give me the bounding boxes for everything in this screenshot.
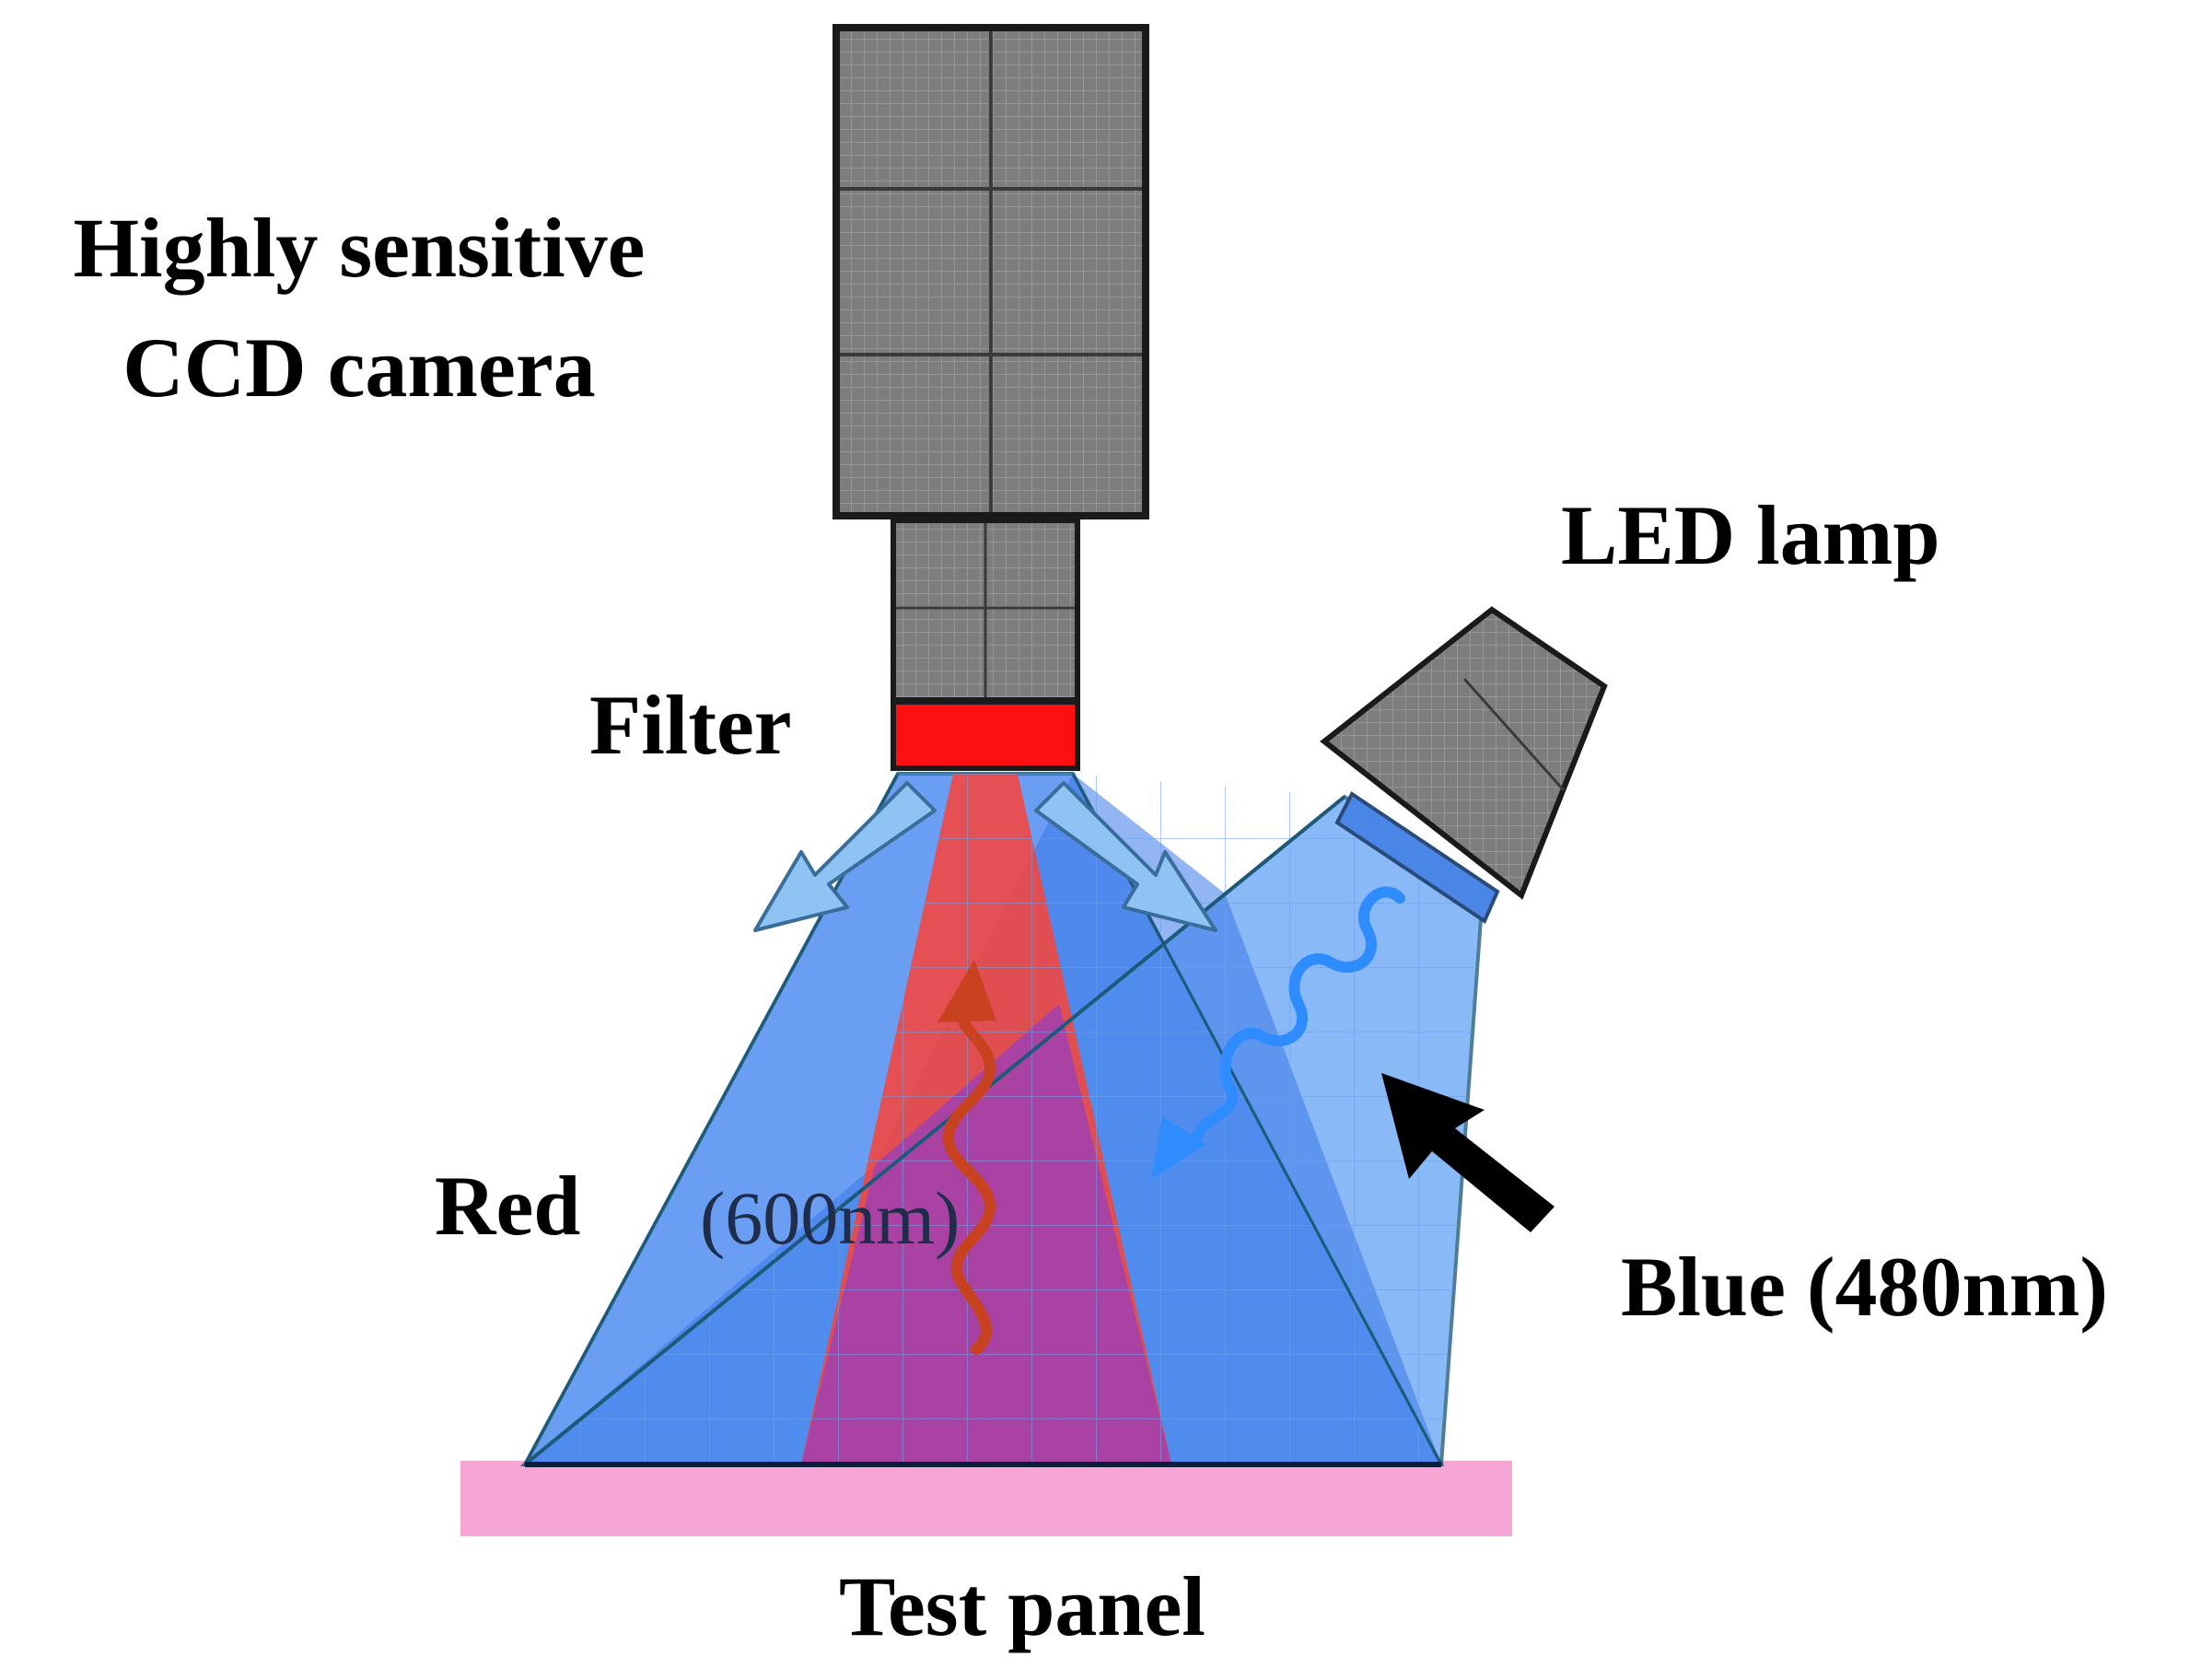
led-lamp-body: [1320, 606, 1608, 900]
blue-excitation-wave: [1192, 886, 1405, 1143]
led-lamp-label: LED lamp: [1561, 488, 1940, 582]
test-panel: [460, 1461, 1512, 1536]
red-wave-arrowhead: [937, 960, 996, 1022]
camera-label-line2: CCD camera: [122, 321, 595, 414]
reflection-arrow-right: [1034, 781, 1217, 932]
blue-light-pointer-arrow: [1381, 1073, 1555, 1232]
fov-left-edge: [523, 773, 900, 1465]
red-filter: [891, 699, 1080, 771]
led-beam-edge: [523, 795, 1346, 1466]
blue-wave-arrowhead: [1151, 1116, 1206, 1179]
test-panel-label: Test panel: [839, 1559, 1205, 1653]
reflection-arrow-left: [753, 781, 937, 932]
blue-label: Blue (480nm): [1621, 1240, 2108, 1334]
led-lamp-lens: [1334, 791, 1500, 924]
red-emission-wave: [942, 1003, 996, 1355]
light-grid-overlay: [525, 774, 1483, 1464]
filter-label: Filter: [589, 678, 792, 772]
camera-label-line1: Highly sensitive: [73, 201, 645, 295]
red-wavelength-label: (600nm): [700, 1176, 960, 1260]
red-label: Red: [435, 1159, 580, 1253]
